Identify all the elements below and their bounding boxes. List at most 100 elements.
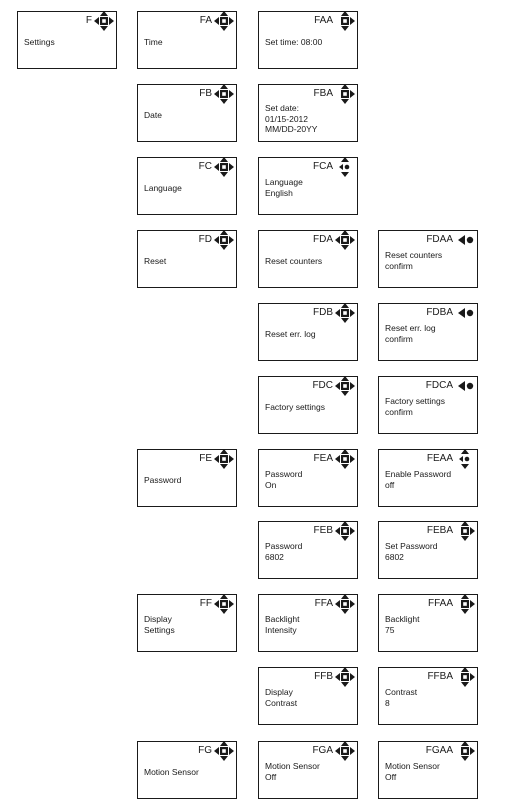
label-line: Time	[144, 37, 163, 47]
label-line: confirm	[385, 260, 413, 271]
screen-code: FFA	[314, 598, 333, 609]
arrow-down	[341, 26, 349, 31]
arrow-up	[341, 157, 349, 162]
back-confirm-icon	[455, 303, 475, 328]
label-line: Backlight	[265, 614, 300, 624]
confirm-dot	[466, 236, 474, 244]
screen-code: FDC	[312, 380, 333, 391]
arrow-left	[335, 673, 340, 681]
arrow-right	[470, 673, 475, 681]
label-line: English	[265, 187, 293, 198]
four-way-nav-icon	[335, 594, 355, 619]
up-down-nav-icon	[335, 84, 355, 109]
screen-code: FG	[198, 745, 212, 756]
screen-code: FDBA	[426, 307, 453, 318]
arrow-up	[220, 157, 228, 162]
label-line: Password	[265, 469, 303, 479]
label-line: confirm	[385, 333, 413, 344]
arrow-down	[341, 464, 349, 469]
center-dot	[343, 311, 347, 315]
center-dot	[343, 92, 347, 96]
screen-code: FBA	[313, 88, 333, 99]
screen-code: FFBA	[427, 671, 453, 682]
arrow-down	[341, 172, 349, 177]
arrow-right	[350, 747, 355, 755]
label-line: Password	[144, 475, 182, 485]
screen-code: FDCA	[425, 380, 453, 391]
arrow-up	[341, 594, 349, 599]
up-down-arrows-icon	[455, 449, 475, 474]
arrow-left	[214, 455, 219, 463]
screen-label: Reset err. log	[265, 329, 316, 340]
label-line: off	[385, 479, 395, 490]
arrow-up	[341, 741, 349, 746]
arrow-up	[461, 449, 469, 454]
arrow-up	[220, 449, 228, 454]
arrow-down	[461, 609, 469, 614]
arrow-down	[220, 26, 228, 31]
arrow-up	[461, 521, 469, 526]
label-line: Language	[265, 177, 303, 187]
screen-code: FEBA	[426, 525, 453, 536]
center-dot	[222, 602, 226, 606]
arrow-left	[94, 17, 99, 25]
screen-label: Settings	[24, 37, 55, 48]
arrow-right	[470, 527, 475, 535]
arrow-up	[341, 449, 349, 454]
arrow-right	[229, 455, 234, 463]
arrow-down	[341, 99, 349, 104]
label-line: Off	[385, 771, 397, 782]
center-dot	[343, 675, 347, 679]
arrow-up	[220, 11, 228, 16]
arrow-down	[341, 682, 349, 687]
arrow-left	[214, 747, 219, 755]
up-down-nav-icon	[335, 11, 355, 36]
screen-code: FC	[198, 161, 212, 172]
four-way-nav-icon	[214, 449, 234, 474]
four-way-nav-icon	[335, 376, 355, 401]
arrow-up	[341, 11, 349, 16]
label-line: On	[265, 479, 277, 490]
label-line: confirm	[385, 406, 413, 417]
back-confirm-icon	[455, 376, 475, 401]
arrow-right	[229, 17, 234, 25]
arrow-right	[350, 455, 355, 463]
label-line: Motion Sensor	[265, 761, 320, 771]
arrow-down	[220, 99, 228, 104]
label-line: Display	[265, 687, 293, 697]
screen-code: FDA	[313, 234, 333, 245]
arrow-up	[100, 11, 108, 16]
four-way-nav-icon	[214, 157, 234, 182]
label-line: Reset counters	[385, 250, 443, 260]
arrow-right	[229, 90, 234, 98]
arrow-down	[341, 609, 349, 614]
screen-code: FGAA	[425, 745, 453, 756]
arrow-down	[220, 609, 228, 614]
arrow-left	[214, 600, 219, 608]
arrow-down	[341, 756, 349, 761]
select-dot	[344, 164, 350, 170]
arrow-right	[470, 747, 475, 755]
arrow-down	[461, 756, 469, 761]
label-line: Reset	[144, 256, 167, 266]
arrow-up	[341, 303, 349, 308]
arrow-left	[214, 163, 219, 171]
arrow-down	[341, 318, 349, 323]
